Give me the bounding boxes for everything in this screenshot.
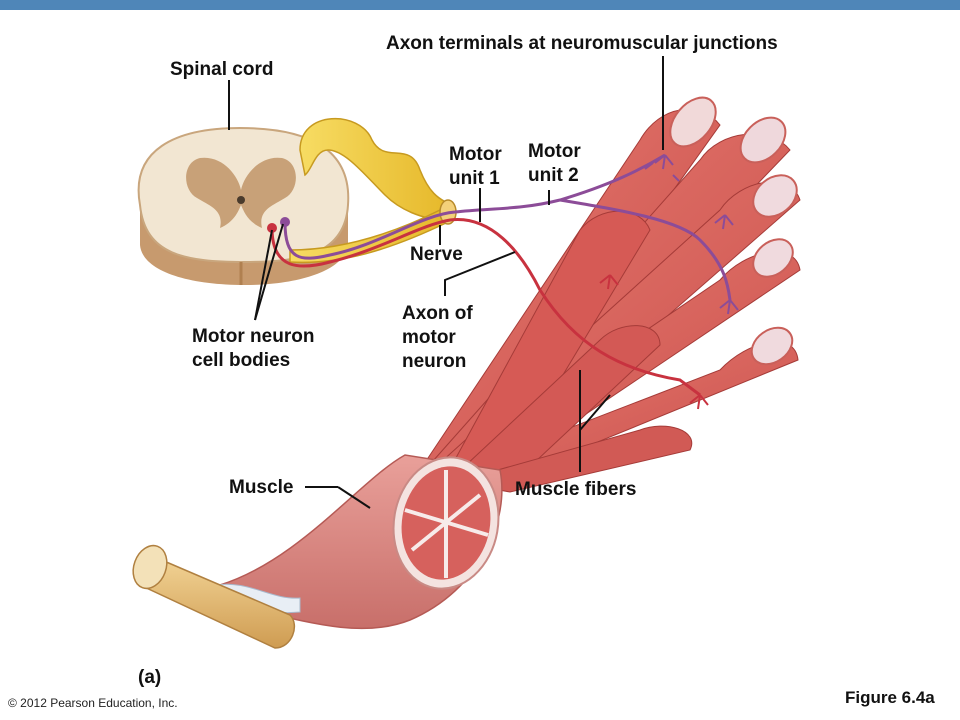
motor-neuron-cell-body-1	[267, 223, 277, 233]
motor-neuron-cell-body-2	[280, 217, 290, 227]
leader-lines	[228, 56, 664, 509]
label-axon-of-motor-neuron: Axon of motor neuron	[402, 303, 473, 372]
label-motor-unit-2: Motor unit 2	[528, 141, 581, 186]
label-muscle: Muscle	[229, 477, 294, 498]
motor-unit-2-axon	[283, 153, 732, 301]
label-spinal-cord: Spinal cord	[170, 59, 274, 80]
label-motor-neuron-cell-bodies: Motor neuron cell bodies	[192, 326, 315, 371]
label-axon-terminals: Axon terminals at neuromuscular junction…	[386, 33, 778, 54]
neuromuscular-junctions	[599, 154, 739, 410]
label-muscle-fibers: Muscle fibers	[515, 479, 637, 500]
copyright-text: © 2012 Pearson Education, Inc.	[8, 696, 178, 710]
motor-unit-1-axon	[270, 218, 701, 397]
figure-number: Figure 6.4a	[845, 688, 935, 707]
muscle-fibers	[419, 96, 801, 493]
spinal-cord	[137, 126, 350, 285]
bone-and-tendon	[132, 544, 301, 649]
top-bar	[0, 0, 960, 10]
label-motor-unit-1: Motor unit 1	[449, 144, 502, 189]
label-nerve: Nerve	[410, 244, 463, 265]
muscle-belly	[218, 454, 503, 630]
label-panel-a: (a)	[138, 667, 162, 688]
